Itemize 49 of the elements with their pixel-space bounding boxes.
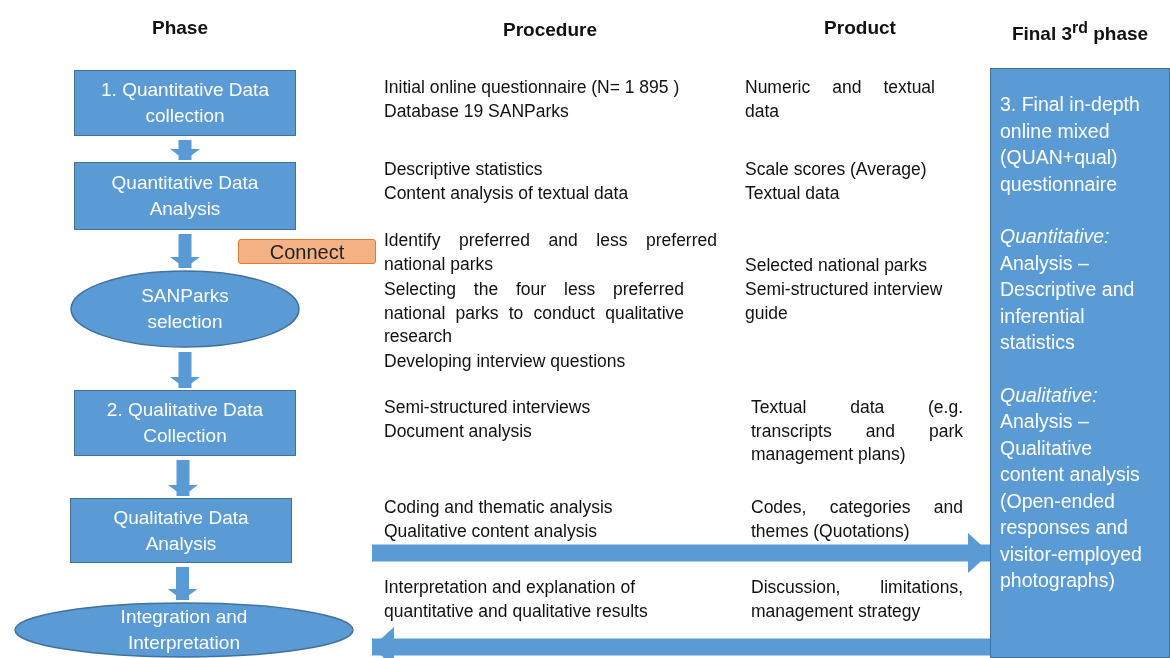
table-text: Document analysis — [384, 420, 533, 443]
process-box — [74, 162, 296, 230]
arrow — [170, 352, 200, 388]
node-label: 2. Qualitative Data Collection — [105, 398, 265, 448]
table-text: Discussion, limitations, management strategy — [751, 576, 963, 623]
column-header: Procedure — [502, 18, 598, 42]
table-text: Content analysis of textual data — [384, 182, 630, 205]
process-box — [74, 390, 296, 456]
node-label: Qualitative Data Analysis — [112, 505, 250, 556]
table-text: Scale scores (Average) — [745, 158, 928, 181]
arrow — [168, 460, 198, 496]
arrow — [372, 627, 990, 658]
arrow — [170, 234, 200, 268]
arrow — [167, 567, 198, 600]
table-text: Textual data (e.g. transcripts and park management plans) — [751, 396, 963, 466]
panel-text: 3. Final in-depth online mixed (QUAN+qual) questionnaire — [1000, 92, 1141, 197]
node-label: 1. Quantitative Data collection — [100, 78, 270, 128]
table-text: Selected national parks — [745, 254, 928, 277]
process-box — [74, 70, 296, 136]
node-label: SANParks selection — [140, 284, 230, 334]
final-phase-panel — [990, 68, 1170, 658]
table-text: Initial online questionnaire (N= 1 895 ) — [384, 76, 681, 99]
column-header: Phase — [151, 16, 209, 40]
table-text: Semi-structured interview guide — [745, 278, 944, 325]
table-text: Descriptive statistics — [384, 158, 544, 181]
column-header: Product — [823, 16, 897, 40]
table-text: Interpretation and explanation of quantitative and qualitative results — [384, 576, 649, 623]
table-text: Qualitative content analysis — [384, 520, 599, 543]
table-text: Numeric and textual data — [745, 76, 935, 123]
table-text: Codes, categories and themes (Quotations) — [751, 496, 963, 543]
process-box — [70, 498, 292, 563]
connect-box — [238, 239, 376, 264]
column-header: Final 3$^{rd}$ phase — [1010, 18, 1150, 46]
panel-text: Quantitative: Analysis – Descriptive and inferential statistics — [1000, 224, 1136, 355]
table-text: Selecting the four less preferred national parks to conduct qualitative research — [384, 278, 684, 348]
process-ellipse — [14, 602, 354, 658]
table-text: Database 19 SANParks — [384, 100, 570, 123]
arrow — [372, 533, 990, 573]
table-text: Developing interview questions — [384, 350, 627, 373]
node-label: Connect — [269, 239, 345, 265]
table-text: Semi-structured interviews — [384, 396, 592, 419]
arrow — [170, 140, 200, 160]
process-ellipse — [70, 270, 300, 348]
table-text: Identify preferred and less preferred national parks — [384, 229, 717, 276]
node-label: Integration and Interpretation — [119, 605, 249, 655]
table-text: Textual data — [745, 182, 841, 205]
table-text: Coding and thematic analysis — [384, 496, 614, 519]
panel-text: Qualitative: Analysis – Qualitative content analysis (Open-ended responses and visitor-employed photographs) — [1000, 382, 1143, 593]
node-label: Quantitative Data Analysis — [110, 171, 260, 221]
